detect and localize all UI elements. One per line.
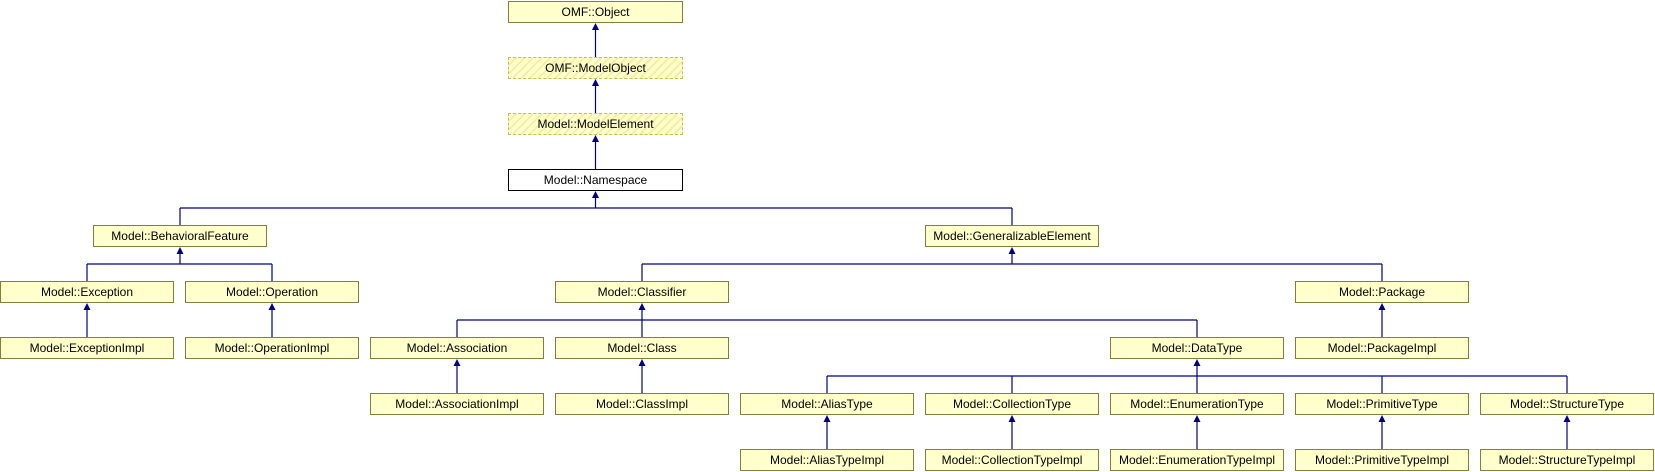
node-model-primitivetype[interactable]: Model::PrimitiveType <box>1295 393 1469 415</box>
node-model-association[interactable]: Model::Association <box>370 337 544 359</box>
node-model-exception[interactable]: Model::Exception <box>0 281 174 303</box>
edge-arrowhead-model_package <box>1378 303 1386 310</box>
node-model-classimpl[interactable]: Model::ClassImpl <box>555 393 729 415</box>
node-model-datatype[interactable]: Model::DataType <box>1110 337 1284 359</box>
edge-arrowhead-model_modelelement <box>592 135 599 142</box>
edge-arrowhead-model_collectiontype <box>1008 415 1016 422</box>
edge-arrowhead-model_generalizableelement <box>1008 247 1016 254</box>
node-model-collectiontypeimpl[interactable]: Model::CollectionTypeImpl <box>925 449 1099 471</box>
node-model-classifier[interactable]: Model::Classifier <box>555 281 729 303</box>
node-model-behavioralfeature[interactable]: Model::BehavioralFeature <box>93 225 267 247</box>
node-model-structuretypeimpl[interactable]: Model::StructureTypeImpl <box>1480 449 1654 471</box>
node-model-generalizableelement[interactable]: Model::GeneralizableElement <box>925 225 1099 247</box>
node-model-operationimpl[interactable]: Model::OperationImpl <box>185 337 359 359</box>
edge-arrowhead-model_class <box>638 359 646 366</box>
edge-arrowhead-model_structuretype <box>1563 415 1571 422</box>
edge-arrowhead-model_namespace <box>592 191 599 198</box>
edge-arrowhead-model_primitivetype <box>1378 415 1386 422</box>
node-model-aliastypeimpl[interactable]: Model::AliasTypeImpl <box>740 449 914 471</box>
node-model-enumerationtypeimpl[interactable]: Model::EnumerationTypeImpl <box>1110 449 1284 471</box>
edge-arrowhead-model_datatype <box>1193 359 1201 366</box>
edge-arrowhead-model_operation <box>268 303 276 310</box>
node-model-enumerationtype[interactable]: Model::EnumerationType <box>1110 393 1284 415</box>
edge-arrowhead-model_association <box>453 359 461 366</box>
node-model-structuretype[interactable]: Model::StructureType <box>1480 393 1654 415</box>
node-omf-modelobject[interactable]: OMF::ModelObject <box>508 57 683 79</box>
node-model-collectiontype[interactable]: Model::CollectionType <box>925 393 1099 415</box>
edge-arrowhead-omf_object <box>592 23 599 30</box>
node-model-modelelement[interactable]: Model::ModelElement <box>508 113 683 135</box>
node-model-package[interactable]: Model::Package <box>1295 281 1469 303</box>
node-model-exceptionimpl[interactable]: Model::ExceptionImpl <box>0 337 174 359</box>
node-model-packageimpl[interactable]: Model::PackageImpl <box>1295 337 1469 359</box>
node-model-primitivetypeimpl[interactable]: Model::PrimitiveTypeImpl <box>1295 449 1469 471</box>
edge-arrowhead-model_enumerationtype <box>1193 415 1201 422</box>
edge-arrowhead-model_exception <box>83 303 91 310</box>
node-model-associationimpl[interactable]: Model::AssociationImpl <box>370 393 544 415</box>
node-model-namespace: Model::Namespace <box>508 169 683 191</box>
node-model-operation[interactable]: Model::Operation <box>185 281 359 303</box>
node-model-class[interactable]: Model::Class <box>555 337 729 359</box>
edge-arrowhead-model_aliastype <box>823 415 831 422</box>
edge-arrowhead-omf_modelobject <box>592 79 599 86</box>
edge-arrowhead-model_classifier <box>638 303 646 310</box>
node-model-aliastype[interactable]: Model::AliasType <box>740 393 914 415</box>
node-omf-object[interactable]: OMF::Object <box>508 1 683 23</box>
edge-arrowhead-model_behavioralfeature <box>176 247 184 254</box>
